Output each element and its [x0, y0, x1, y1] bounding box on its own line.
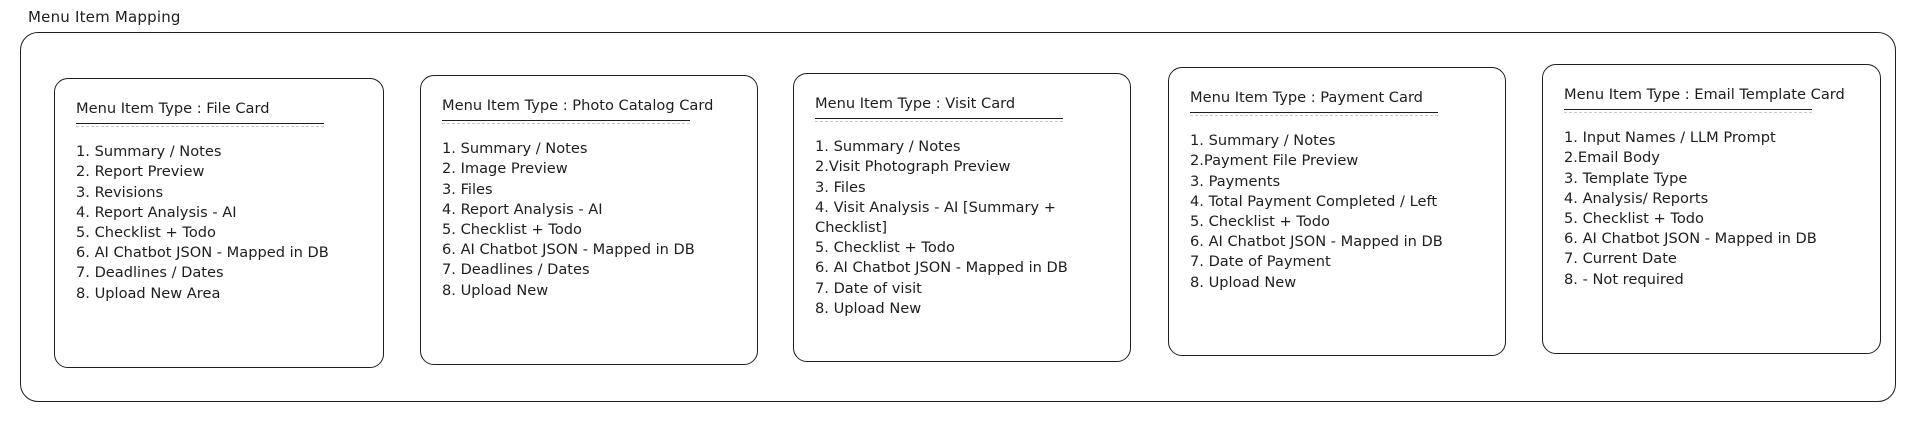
file-card: Menu Item Type : File Card 1. Summary / … [54, 78, 384, 368]
list-item: 5. Checklist + Todo [1564, 210, 1704, 228]
list-item: 8. Upload New [442, 281, 549, 299]
email-template-card: Menu Item Type : Email Template Card 1. … [1542, 64, 1881, 354]
visit-card: Menu Item Type : Visit Card 1. Summary /… [793, 73, 1131, 362]
list-item: 3. Files [815, 178, 866, 196]
list-item: 7. Deadlines / Dates [442, 261, 590, 279]
list-item: 7. Date of Payment [1190, 253, 1331, 271]
card-item-list: 1. Summary / Notes 2.Visit Photograph Pr… [815, 137, 1105, 319]
card-title: Menu Item Type : Photo Catalog Card [442, 97, 714, 114]
list-item: 1. Summary / Notes [815, 138, 961, 156]
list-item: 2. Report Preview [76, 163, 205, 181]
list-item: 4. Visit Analysis - AI [Summary + Checkl… [815, 198, 1056, 237]
list-item: 8. Upload New [815, 299, 922, 317]
list-item: 2.Email Body [1564, 149, 1660, 167]
card-title: Menu Item Type : Email Template Card [1564, 86, 1845, 103]
list-item: 6. AI Chatbot JSON - Mapped in DB [1564, 230, 1817, 248]
list-item: 6. AI Chatbot JSON - Mapped in DB [1190, 233, 1443, 251]
frame-title: Menu Item Mapping [28, 8, 181, 26]
card-divider [76, 123, 324, 128]
list-item: 2. Image Preview [442, 160, 568, 178]
list-item: 6. AI Chatbot JSON - Mapped in DB [76, 244, 329, 262]
card-divider [442, 120, 690, 125]
list-item: 5. Checklist + Todo [442, 221, 582, 239]
list-item: 6. AI Chatbot JSON - Mapped in DB [815, 259, 1068, 277]
list-item: 5. Checklist + Todo [76, 224, 216, 242]
list-item: 6. AI Chatbot JSON - Mapped in DB [442, 241, 695, 259]
list-item: 3. Template Type [1564, 169, 1688, 187]
menu-item-mapping-frame [20, 32, 1896, 402]
list-item: 4. Report Analysis - AI [442, 200, 603, 218]
card-divider [815, 118, 1063, 123]
list-item: 7. Current Date [1564, 250, 1677, 268]
list-item: 4. Report Analysis - AI [76, 203, 237, 221]
card-title: Menu Item Type : Payment Card [1190, 89, 1423, 106]
list-item: 1. Summary / Notes [1190, 132, 1336, 150]
list-item: 5. Checklist + Todo [1190, 213, 1330, 231]
list-item: 3. Payments [1190, 172, 1281, 190]
card-item-list: 1. Input Names / LLM Prompt 2.Email Body… [1564, 128, 1866, 290]
list-item: 1. Summary / Notes [442, 140, 588, 158]
list-item: 2.Payment File Preview [1190, 152, 1359, 170]
list-item: 1. Input Names / LLM Prompt [1564, 129, 1776, 147]
list-item: 2.Visit Photograph Preview [815, 158, 1011, 176]
card-title: Menu Item Type : File Card [76, 100, 270, 117]
list-item: 3. Revisions [76, 183, 164, 201]
list-item: 3. Files [442, 180, 493, 198]
list-item: 8. - Not required [1564, 270, 1684, 288]
card-item-list: 1. Summary / Notes 2.Payment File Previe… [1190, 131, 1491, 293]
card-divider [1564, 109, 1812, 114]
card-item-list: 1. Summary / Notes 2. Report Preview 3. … [76, 142, 369, 304]
list-item: 7. Deadlines / Dates [76, 264, 224, 282]
card-title: Menu Item Type : Visit Card [815, 95, 1016, 112]
list-item: 8. Upload New Area [76, 284, 221, 302]
photo-catalog-card: Menu Item Type : Photo Catalog Card 1. S… [420, 75, 758, 365]
list-item: 4. Analysis/ Reports [1564, 189, 1709, 207]
list-item: 7. Date of visit [815, 279, 922, 297]
card-item-list: 1. Summary / Notes 2. Image Preview 3. F… [442, 139, 743, 301]
list-item: 8. Upload New [1190, 273, 1297, 291]
list-item: 4. Total Payment Completed / Left [1190, 192, 1438, 210]
card-divider [1190, 112, 1438, 117]
payment-card: Menu Item Type : Payment Card 1. Summary… [1168, 67, 1506, 356]
list-item: 1. Summary / Notes [76, 143, 222, 161]
list-item: 5. Checklist + Todo [815, 239, 955, 257]
